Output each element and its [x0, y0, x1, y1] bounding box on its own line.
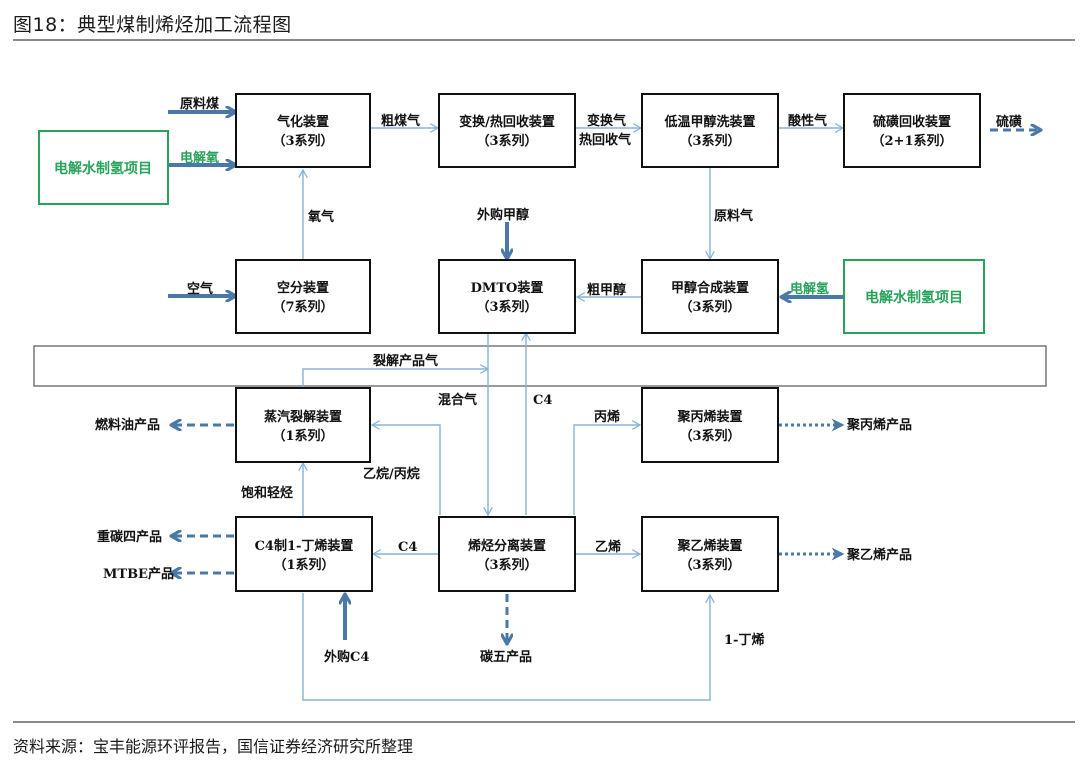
unit-name: 甲醇合成装置 — [671, 280, 749, 296]
label-c5-product: 碳五产品 — [480, 649, 532, 665]
label-cracked-gas: 裂解产品气 — [372, 353, 438, 369]
label-pp-product: 聚丙烯产品 — [846, 417, 912, 433]
unit-methanol-synthesis: 甲醇合成装置 （3系列） — [641, 259, 779, 334]
cracked-gas-band — [33, 345, 1047, 387]
unit-electrolysis-left: 电解水制氢项目 — [38, 130, 169, 205]
label-crude-gas: 粗煤气 — [381, 113, 420, 129]
unit-gasifier: 气化装置 （3系列） — [235, 93, 371, 168]
unit-name: 电解水制氢项目 — [865, 289, 963, 306]
source-note: 资料来源：宝丰能源环评报告，国信证券经济研究所整理 — [13, 737, 414, 756]
unit-name: 蒸汽裂解装置 — [264, 409, 342, 425]
unit-series: （3系列） — [679, 557, 740, 573]
label-heavy-c4: 重碳四产品 — [97, 529, 162, 545]
unit-series: （3系列） — [476, 557, 537, 573]
label-air: 空气 — [187, 281, 213, 297]
unit-shift: 变换/热回收装置 （3系列） — [438, 93, 576, 168]
unit-series: （3系列） — [272, 133, 333, 149]
label-acid-gas: 酸性气 — [788, 113, 827, 129]
unit-name: DMTO装置 — [471, 280, 544, 296]
unit-series: （3系列） — [679, 133, 740, 149]
label-elec-oxygen: 电解氧 — [180, 150, 219, 166]
unit-rectisol: 低温甲醇洗装置 （3系列） — [641, 93, 779, 168]
label-fuel-oil: 燃料油产品 — [95, 417, 160, 433]
label-crude-methanol: 粗甲醇 — [587, 282, 626, 298]
label-saturated-light: 饱和轻烃 — [240, 485, 293, 501]
unit-c4-1-butene: C4制1-丁烯装置 （1系列） — [235, 516, 373, 592]
label-propylene: 丙烯 — [594, 409, 620, 425]
label-ethane-propane: 乙烷/丙烷 — [363, 466, 420, 482]
unit-name: C4制1-丁烯装置 — [255, 538, 354, 554]
unit-electrolysis-right: 电解水制氢项目 — [843, 259, 985, 334]
label-purchased-c4: 外购C4 — [323, 649, 369, 665]
label-sulfur: 硫磺 — [996, 114, 1022, 130]
label-1-butene: 1-丁烯 — [724, 632, 764, 648]
unit-sulfur-recovery: 硫磺回收装置 （2+1系列） — [843, 93, 981, 168]
label-purchased-methanol: 外购甲醇 — [476, 207, 529, 223]
unit-olefin-separation: 烯烃分离装置 （3系列） — [438, 516, 576, 592]
label-raw-coal: 原料煤 — [180, 96, 219, 112]
label-mixed-gas: 混合气 — [438, 392, 477, 408]
unit-asu: 空分装置 （7系列） — [235, 259, 371, 334]
unit-series: （3系列） — [476, 133, 537, 149]
label-pe-product: 聚乙烯产品 — [846, 547, 912, 563]
unit-series: （1系列） — [272, 428, 333, 444]
flow-cracked-gas — [302, 369, 488, 390]
label-mtbe: MTBE产品 — [103, 566, 174, 582]
unit-polyethylene: 聚乙烯装置 （3系列） — [641, 516, 779, 592]
unit-name: 气化装置 — [277, 114, 329, 130]
label-oxygen: 氧气 — [307, 209, 334, 225]
flow-ethane-propane — [372, 425, 441, 515]
top-divider — [13, 39, 1075, 41]
unit-series: （3系列） — [476, 299, 537, 315]
unit-name: 变换/热回收装置 — [459, 114, 555, 130]
unit-series: （3系列） — [679, 299, 740, 315]
unit-name: 烯烃分离装置 — [468, 538, 546, 554]
unit-name: 聚丙烯装置 — [676, 409, 742, 425]
bottom-divider — [13, 721, 1075, 723]
label-heat-recovery-gas: 热回收气 — [579, 132, 631, 148]
label-c4-up: C4 — [533, 393, 552, 408]
unit-series: （7系列） — [272, 299, 333, 315]
unit-name: 低温甲醇洗装置 — [663, 114, 755, 130]
label-ethylene: 乙烯 — [595, 539, 621, 555]
unit-steam-cracker: 蒸汽裂解装置 （1系列） — [235, 387, 371, 463]
unit-series: （3系列） — [679, 428, 740, 444]
flow-propylene — [573, 425, 640, 515]
unit-series: （2+1系列） — [872, 133, 953, 149]
unit-name: 电解水制氢项目 — [54, 160, 152, 177]
unit-name: 空分装置 — [277, 280, 329, 296]
label-c4-left: C4 — [398, 540, 417, 555]
unit-series: （1系列） — [273, 557, 334, 573]
unit-polypropylene: 聚丙烯装置 （3系列） — [641, 387, 779, 463]
unit-dmto: DMTO装置 （3系列） — [438, 259, 576, 334]
figure-title: 图18：典型煤制烯烃加工流程图 — [13, 14, 292, 36]
unit-name: 硫磺回收装置 — [873, 114, 951, 130]
label-shift-gas: 变换气 — [587, 113, 626, 129]
label-feed-gas: 原料气 — [714, 208, 753, 224]
flow-1-butene — [302, 593, 710, 701]
label-elec-hydrogen: 电解氢 — [790, 281, 829, 297]
unit-name: 聚乙烯装置 — [676, 538, 742, 554]
